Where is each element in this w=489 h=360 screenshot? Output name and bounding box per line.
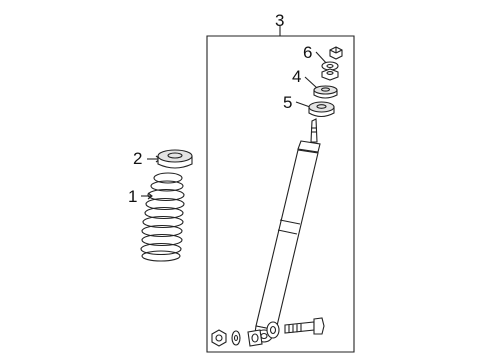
upper-nut <box>329 46 343 60</box>
coil-spring <box>140 172 185 262</box>
callout-4: 4 <box>292 67 301 86</box>
lower-nut <box>211 329 227 347</box>
leader-5 <box>295 101 311 108</box>
callout-3: 3 <box>275 11 284 30</box>
upper-bushing <box>313 85 338 99</box>
lower-washer <box>231 330 241 346</box>
callout-5: 5 <box>283 93 292 112</box>
lower-bushing <box>308 101 335 118</box>
upper-nut-2 <box>321 68 339 81</box>
callout-1: 1 <box>128 187 137 206</box>
leader-4 <box>304 76 318 89</box>
lower-bushing-sleeve <box>266 321 280 339</box>
assembly-box <box>206 26 355 353</box>
spring-insulator <box>157 149 193 169</box>
shock-absorber <box>254 118 321 343</box>
lower-bushing-left <box>247 329 263 347</box>
arrow-1 <box>147 192 153 200</box>
callout-2: 2 <box>133 149 142 168</box>
lower-bolt <box>284 317 325 335</box>
callout-6: 6 <box>303 43 312 62</box>
